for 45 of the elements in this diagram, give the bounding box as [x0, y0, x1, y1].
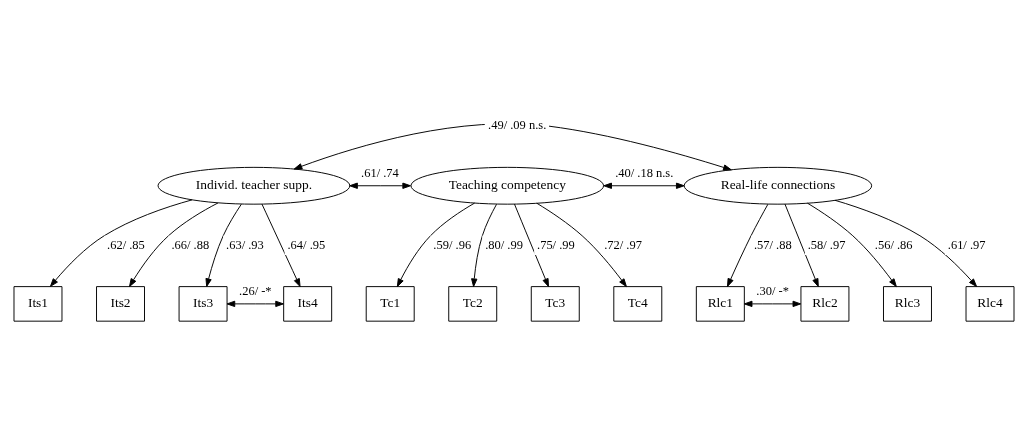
- node-box: Rlc2: [800, 285, 850, 322]
- node-box: Its1: [13, 285, 63, 322]
- edge-label: .58/ .97: [807, 237, 846, 252]
- node-box: Rlc3: [883, 285, 932, 322]
- node-box: Rlc1: [695, 285, 745, 322]
- edge-label: .49/ .09 n.s.: [488, 117, 547, 132]
- edge-label: .61/ .97: [947, 237, 986, 252]
- node-ellipse: Individ. teacher supp.: [157, 166, 351, 205]
- arrow: [603, 182, 685, 189]
- edge-label: .40/ .18 n.s.: [615, 165, 674, 180]
- arrow: [727, 203, 769, 287]
- edge-label: .75/ .99: [537, 237, 575, 252]
- arrow: [834, 199, 978, 287]
- edge-label: .26/ -*: [239, 283, 272, 298]
- arrow: [50, 198, 193, 287]
- arrow: [514, 203, 549, 287]
- arrow: [471, 203, 498, 287]
- node-box: Tc4: [613, 285, 663, 322]
- arrow: [784, 203, 819, 287]
- node-box: Tc2: [448, 285, 498, 322]
- edge-label: .56/ .86: [874, 237, 913, 252]
- arrow: [349, 182, 411, 189]
- node-ellipse: Teaching competency: [410, 166, 605, 205]
- edge-label: .64/ .95: [287, 237, 326, 252]
- node-box: Its2: [96, 285, 145, 322]
- node-box: Its3: [178, 285, 228, 322]
- edge-label: .61/ .74: [361, 165, 399, 180]
- edge-label: .62/ .85: [107, 237, 145, 252]
- arrow: [807, 202, 897, 287]
- edge-label: .80/ .99: [485, 237, 523, 252]
- arrow: [205, 203, 242, 287]
- node-box: Rlc4: [965, 285, 1015, 322]
- node-box: Tc1: [365, 285, 415, 322]
- edge-label: .72/ .97: [604, 237, 642, 252]
- arrow: [743, 300, 802, 307]
- edge-label: .30/ -*: [756, 283, 789, 298]
- arrow: [129, 201, 219, 287]
- edge-label: .63/ .93: [226, 237, 264, 252]
- edge-label: .66/ .88: [171, 237, 210, 252]
- arrow: [226, 300, 284, 307]
- node-box: Its4: [283, 285, 333, 322]
- edge-label: .59/ .96: [433, 237, 472, 252]
- node-box: Tc3: [530, 285, 580, 322]
- arrow: [261, 203, 301, 287]
- edge-label: .57/ .88: [753, 237, 792, 252]
